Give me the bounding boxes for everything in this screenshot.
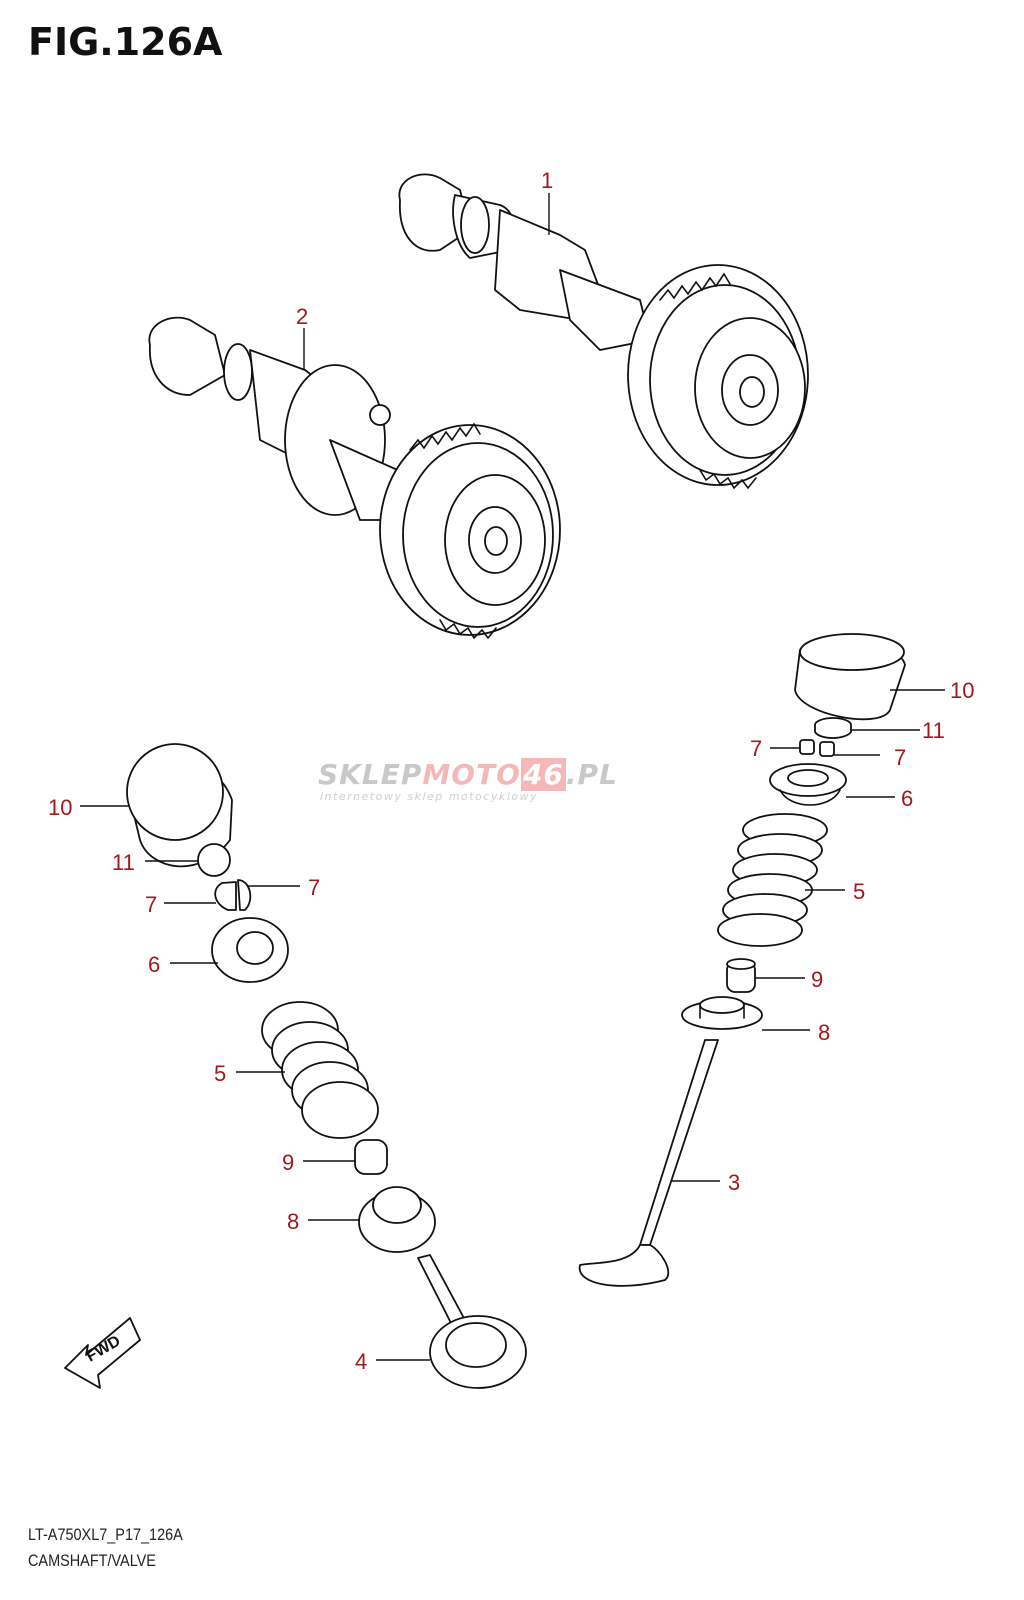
spring-seat-left[interactable]	[358, 1186, 436, 1253]
cotters-left[interactable]	[214, 879, 252, 911]
callout-2[interactable]: 2	[296, 304, 308, 329]
callout-10-right[interactable]: 10	[950, 678, 974, 703]
watermark-subtitle: internetowy sklep motocyklowy	[320, 790, 539, 803]
callout-8-right[interactable]: 8	[818, 1020, 830, 1045]
spring-seat-right[interactable]	[681, 996, 763, 1030]
watermark-text-sklep: SKLEP	[318, 758, 423, 791]
watermark-text-46: 46	[520, 758, 566, 791]
camshaft-intake[interactable]	[148, 316, 561, 640]
spring-right[interactable]	[717, 813, 828, 947]
tappet-left[interactable]	[126, 743, 233, 868]
callout-7-right-b[interactable]: 7	[894, 745, 906, 770]
shim-left[interactable]	[197, 843, 231, 877]
callout-3[interactable]: 3	[728, 1170, 740, 1195]
shim-right[interactable]	[814, 717, 852, 739]
callout-8-left[interactable]: 8	[287, 1209, 299, 1234]
callout-4[interactable]: 4	[355, 1349, 367, 1374]
callout-1[interactable]: 1	[541, 168, 553, 193]
retainer-left[interactable]	[211, 917, 289, 983]
callout-10-left[interactable]: 10	[48, 795, 72, 820]
callout-7-left-a[interactable]: 7	[308, 875, 320, 900]
watermark-logo: SKLEPMOTO46.PL	[318, 758, 618, 791]
tappet-right[interactable]	[794, 633, 906, 721]
camshaft-exhaust[interactable]	[398, 173, 809, 490]
spring-left[interactable]	[261, 1001, 379, 1139]
retainer-right[interactable]	[769, 763, 847, 806]
callout-6-left[interactable]: 6	[148, 952, 160, 977]
callout-9-right[interactable]: 9	[811, 967, 823, 992]
intake-valve[interactable]	[417, 1254, 527, 1389]
callout-11-left[interactable]: 11	[112, 850, 135, 875]
callout-5-right[interactable]: 5	[853, 879, 865, 904]
stem-seal-right[interactable]	[726, 958, 756, 993]
fwd-arrow-icon: FWD	[64, 1317, 141, 1389]
callout-6-right[interactable]: 6	[901, 786, 913, 811]
callout-11-right[interactable]: 11	[922, 718, 945, 743]
exhaust-valve[interactable]	[578, 1039, 719, 1287]
stem-seal-left[interactable]	[354, 1139, 388, 1175]
diagram-name: CAMSHAFT/VALVE	[28, 1551, 156, 1570]
callout-7-left-b[interactable]: 7	[145, 892, 157, 917]
watermark-text-pl: .PL	[565, 758, 618, 791]
callout-7-right-a[interactable]: 7	[750, 736, 762, 761]
watermark-text-moto: MOTO	[422, 758, 521, 791]
cotters-right[interactable]	[799, 739, 835, 757]
diagram-code: LT-A750XL7_P17_126A	[28, 1525, 183, 1544]
figure-title: FIG.126A	[28, 20, 223, 64]
leader-lines	[80, 193, 945, 1361]
callout-5-left[interactable]: 5	[214, 1061, 226, 1086]
callout-9-left[interactable]: 9	[282, 1150, 294, 1175]
